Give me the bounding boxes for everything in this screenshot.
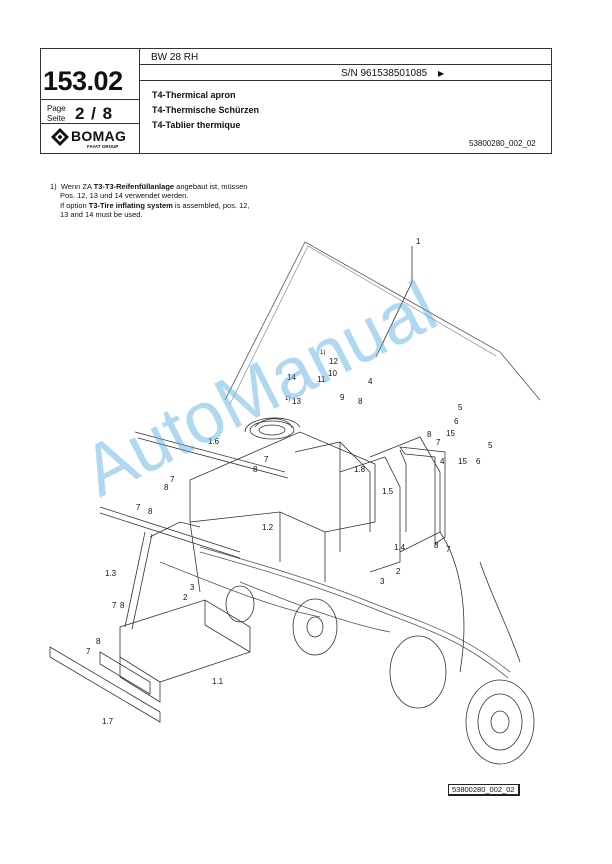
label-8: 8: [120, 601, 125, 610]
title-fr: T4-Tablier thermique: [152, 120, 241, 130]
bomag-logo: BOMAG FAYAT GROUP: [51, 126, 131, 150]
page-label: Page Seite: [47, 104, 66, 124]
label-2: 2: [396, 567, 401, 576]
header-rule: [41, 99, 139, 100]
label-8: 8: [148, 507, 153, 516]
label-8: 8: [427, 430, 432, 439]
label-15: 15: [458, 457, 467, 466]
label-14: 14: [287, 373, 296, 382]
page-label-en: Page: [47, 104, 66, 113]
main-frame: [189, 417, 401, 593]
note-text: is assembled, pos. 12,: [172, 200, 250, 210]
label-12: 12: [329, 357, 338, 366]
label-8: 8: [253, 465, 258, 474]
note-bold: T3-Tire inflating system: [88, 200, 173, 210]
header-rule: [139, 64, 551, 65]
note-line-en-2: 13 and 14 must be used.: [60, 209, 143, 219]
label-3: 3: [190, 583, 195, 592]
label-6: 6: [454, 417, 459, 426]
drawing-number: 53800280_002_02: [469, 139, 536, 148]
label-1-3: 1.3: [105, 569, 117, 578]
label-footnote-12: 1): [320, 350, 325, 356]
hoses: [159, 546, 511, 679]
label-6: 6: [476, 457, 481, 466]
bracket-1-4: [369, 436, 441, 553]
label-1-7: 1.7: [102, 717, 114, 726]
model-name: BW 28 RH: [151, 52, 199, 63]
label-15: 15: [446, 429, 455, 438]
label-4: 4: [368, 377, 373, 386]
label-5: 5: [488, 441, 493, 450]
front-apron-1-7: [49, 646, 161, 723]
label-1-1: 1.1: [212, 677, 224, 686]
serial-number: S/N 961538501085 ▶: [341, 68, 444, 79]
note-bold: T3-T3-Reifenfüllanlage: [93, 182, 175, 191]
rods: [99, 431, 289, 630]
label-7: 7: [264, 455, 269, 464]
label-7: 7: [136, 503, 141, 512]
label-1-4: 1.4: [394, 543, 406, 552]
note-line-de: 1) Wenn ZA T3-T3-Reifenfüllanlage angeba…: [50, 182, 250, 191]
title-en: T4-Thermical apron: [152, 90, 236, 100]
bomag-diamond-icon: [51, 128, 69, 146]
header-divider: [139, 49, 140, 153]
label-7: 7: [170, 475, 175, 484]
leader-line: [375, 246, 413, 358]
note-marker: 1): [50, 182, 57, 191]
label-7: 7: [86, 647, 91, 656]
label-8: 8: [96, 637, 101, 646]
thermal-apron: [224, 241, 541, 405]
label-7: 7: [436, 438, 441, 447]
label-7: 7: [112, 601, 117, 610]
footnote: 1) Wenn ZA T3-T3-Reifenfüllanlage angeba…: [50, 182, 250, 219]
label-8: 8: [434, 541, 439, 550]
page-label-de: Seite: [47, 114, 66, 123]
label-3: 3: [380, 577, 385, 586]
note-line-de-2: Pos. 12, 13 und 14 verwendet werden.: [60, 191, 189, 201]
note-text: angebaut ist, müssen: [174, 182, 248, 191]
label-7: 7: [446, 545, 451, 554]
label-4: 4: [440, 457, 445, 466]
label-5: 5: [458, 403, 463, 412]
lower-frame-1-1: [119, 599, 251, 703]
label-1-2: 1.2: [262, 523, 274, 532]
label-1-6: 1.6: [208, 437, 220, 446]
note-text: If option: [60, 200, 89, 210]
label-13: 13: [292, 397, 301, 406]
section-number: 153.02: [43, 66, 123, 96]
label-1: 1: [416, 237, 421, 246]
note-text: Wenn ZA: [60, 182, 94, 191]
serial-text: S/N 961538501085: [341, 68, 428, 79]
label-1-5: 1.5: [382, 487, 394, 496]
logo-brand: BOMAG: [71, 128, 127, 144]
page-number: 2 / 8: [75, 104, 114, 123]
label-2: 2: [183, 593, 188, 602]
header-table: BW 28 RH S/N 961538501085 ▶ 153.02 Page …: [40, 48, 552, 154]
arrow-right-icon: ▶: [437, 69, 445, 78]
label-10: 10: [328, 369, 337, 378]
part-labels: 1 1) 12 10 11 14 1) 13 9 4 8 5 6 15 8 7 …: [86, 237, 493, 726]
wheel-hubs: [225, 531, 535, 765]
label-11: 11: [317, 375, 326, 384]
title-de: T4-Thermische Schürzen: [152, 105, 260, 115]
logo-group: FAYAT GROUP: [87, 144, 119, 149]
footer-drawing-ref: 53800280_002_02: [448, 784, 520, 796]
label-9: 9: [340, 393, 345, 402]
label-footnote-13: 1): [285, 396, 290, 402]
note-line-en: If option T3-Tire inflating system is as…: [50, 201, 250, 210]
exploded-parts-diagram: 1 1) 12 10 11 14 1) 13 9 4 8 5 6 15 8 7 …: [49, 237, 541, 765]
title-block: T4-Thermical apron T4-Thermische Schürze…: [152, 88, 259, 133]
strut-1-5: [399, 446, 446, 545]
label-8: 8: [358, 397, 363, 406]
label-1-8: 1.8: [354, 465, 366, 474]
label-8: 8: [164, 483, 169, 492]
header-rule: [139, 80, 551, 81]
header-rule: [41, 123, 139, 124]
